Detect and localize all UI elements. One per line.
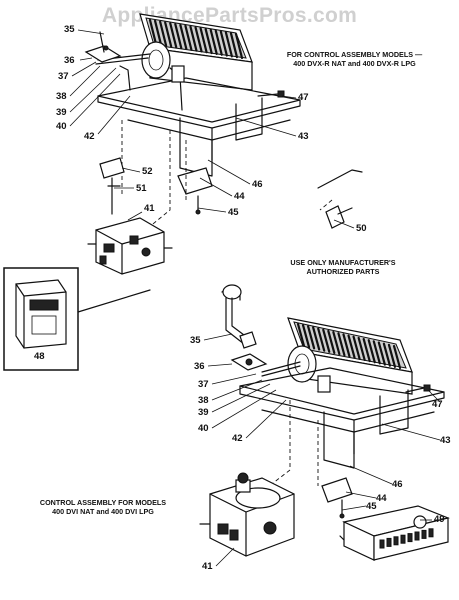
note-dvx-r-line1: FOR CONTROL ASSEMBLY MODELS — <box>286 50 423 59</box>
callout-top-39: 39 <box>56 107 67 118</box>
callout-bottom-42: 42 <box>232 433 243 444</box>
callout-top-44: 44 <box>234 191 245 202</box>
callout-bottom-37: 37 <box>198 379 209 390</box>
callout-bottom-40: 40 <box>198 423 209 434</box>
callout-bottom-46: 46 <box>392 479 403 490</box>
callout-bottom-43: 43 <box>440 435 451 446</box>
callout-top-45: 45 <box>228 207 239 218</box>
callout-top-42: 42 <box>84 131 95 142</box>
callout-top-52: 52 <box>142 166 153 177</box>
callout-bottom-45: 45 <box>366 501 377 512</box>
callout-bottom-36: 36 <box>194 361 205 372</box>
callout-top-35: 35 <box>64 24 75 35</box>
callout-top-50: 50 <box>356 223 367 234</box>
bottom-burner-assembly <box>199 284 450 561</box>
note-authorized-line1: USE ONLY MANUFACTURER'S <box>290 258 396 267</box>
note-dvx-r-models: FOR CONTROL ASSEMBLY MODELS — 400 DVX-R … <box>252 50 457 68</box>
note-dvi-line2: 400 DVI NAT and 400 DVI LPG <box>52 507 154 516</box>
callout-bottom-44: 44 <box>376 493 387 504</box>
callout-bottom-39: 39 <box>198 407 209 418</box>
note-authorized-parts: USE ONLY MANUFACTURER'S AUTHORIZED PARTS <box>268 258 418 276</box>
inset-part-48 <box>3 267 151 371</box>
note-dvi-line1: CONTROL ASSEMBLY FOR MODELS <box>39 498 167 507</box>
note-authorized-line2: AUTHORIZED PARTS <box>306 267 380 276</box>
callout-top-40: 40 <box>56 121 67 132</box>
callout-inset-48: 48 <box>34 351 45 362</box>
note-dvi-models: CONTROL ASSEMBLY FOR MODELS 400 DVI NAT … <box>18 498 188 516</box>
callout-top-47: 47 <box>298 92 309 103</box>
callout-top-36: 36 <box>64 55 75 66</box>
callout-bottom-38: 38 <box>198 395 209 406</box>
callout-top-37: 37 <box>58 71 69 82</box>
callout-bottom-41: 41 <box>202 561 213 572</box>
leader-lines <box>69 29 441 567</box>
callout-bottom-47: 47 <box>432 399 443 410</box>
callout-top-46: 46 <box>252 179 263 190</box>
callout-top-41: 41 <box>144 203 155 214</box>
note-dvx-r-line2: 400 DVX-R NAT and 400 DVX-R LPG <box>293 59 416 68</box>
callout-bottom-49: 49 <box>434 514 445 525</box>
callout-top-38: 38 <box>56 91 67 102</box>
callout-bottom-35: 35 <box>190 335 201 346</box>
callout-top-43: 43 <box>298 131 309 142</box>
callout-top-51: 51 <box>136 183 147 194</box>
